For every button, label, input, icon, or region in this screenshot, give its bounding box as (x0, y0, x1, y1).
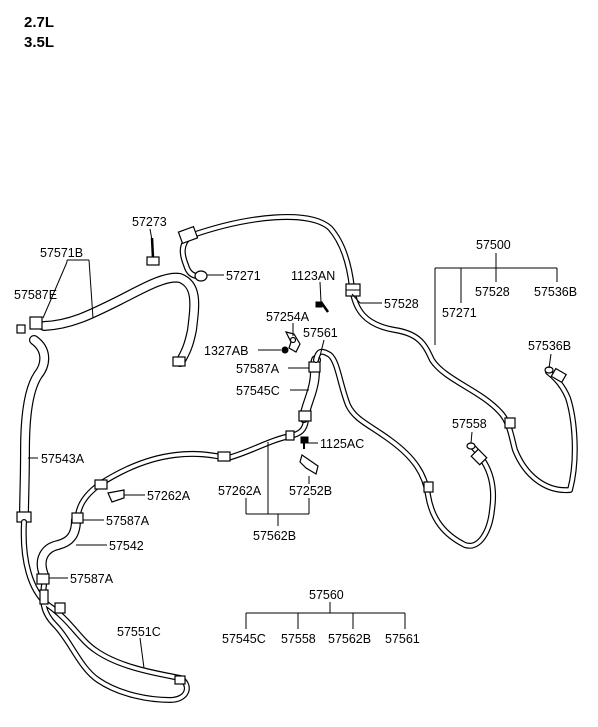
tube-fitting-57528 (345, 283, 361, 297)
bolt-57273 (146, 237, 160, 266)
label-57551c: 57551C (117, 625, 161, 639)
hose-57543a (16, 335, 50, 523)
label-57271-top: 57271 (226, 269, 261, 283)
label-57536b-right: 57536B (528, 339, 571, 353)
tube-57561 (313, 348, 497, 549)
engine-variant-3-5l: 3.5L (24, 34, 55, 51)
label-57262a-lower: 57262A (218, 484, 262, 498)
return-tube-57562b (75, 417, 309, 518)
label-57587a-left1: 57587A (106, 514, 150, 528)
label-57542: 57542 (109, 539, 144, 553)
hose-clamp-57587e (16, 316, 43, 334)
label-57561-bottom: 57561 (385, 632, 420, 646)
bracket-57254a (284, 331, 301, 353)
label-57560: 57560 (309, 588, 344, 602)
tube-end-fitting-57536b (550, 367, 568, 384)
label-57558-right: 57558 (452, 417, 487, 431)
bracket-57262a (107, 489, 125, 503)
leader-lines (28, 228, 558, 669)
label-1327ab: 1327AB (204, 344, 248, 358)
clamp-57587a-left2 (36, 573, 50, 585)
label-57273: 57273 (132, 215, 167, 229)
label-57528-mid: 57528 (384, 297, 419, 311)
label-57562b-bottom: 57562B (328, 632, 371, 646)
hose-57542 (36, 515, 81, 580)
label-1125ac: 1125AC (320, 437, 364, 451)
tube-clamp-right (504, 417, 516, 429)
label-57587a-mid: 57587A (236, 362, 280, 376)
pressure-tube-top (187, 214, 578, 494)
label-57536b-tree: 57536B (534, 285, 577, 299)
label-57252b: 57252B (289, 484, 332, 498)
label-57500: 57500 (476, 238, 511, 252)
label-57587e: 57587E (14, 288, 57, 302)
label-57271-tree: 57271 (442, 306, 477, 320)
bolt-1125ac (300, 436, 309, 449)
label-57571b: 57571B (40, 246, 83, 260)
label-57543a: 57543A (41, 452, 85, 466)
label-57262a-right: 57262A (147, 489, 191, 503)
label-57562b-lower: 57562B (253, 529, 296, 543)
hose-57545c (298, 355, 321, 423)
oring-57558 (466, 442, 476, 450)
label-57528-tree: 57528 (475, 285, 510, 299)
nut-1327ab (281, 346, 289, 354)
label-57545c-bottom: 57545C (222, 632, 266, 646)
label-57587a-left2: 57587A (70, 572, 114, 586)
return-hose-57571b (39, 272, 200, 367)
engine-variant-2-7l: 2.7L (24, 14, 55, 31)
label-57558-bottom: 57558 (281, 632, 316, 646)
clamp-57587a-left1 (71, 512, 84, 524)
pressure-tube-top-fitting (177, 225, 208, 282)
label-1123an: 1123AN (291, 269, 335, 283)
label-57561-mid: 57561 (303, 326, 338, 340)
label-57254a: 57254A (266, 310, 310, 324)
label-57545c-mid: 57545C (236, 384, 280, 398)
bracket-57252b (299, 454, 319, 475)
bolt-1123an (315, 301, 330, 313)
cooler-pipe-57551c (20, 519, 190, 703)
